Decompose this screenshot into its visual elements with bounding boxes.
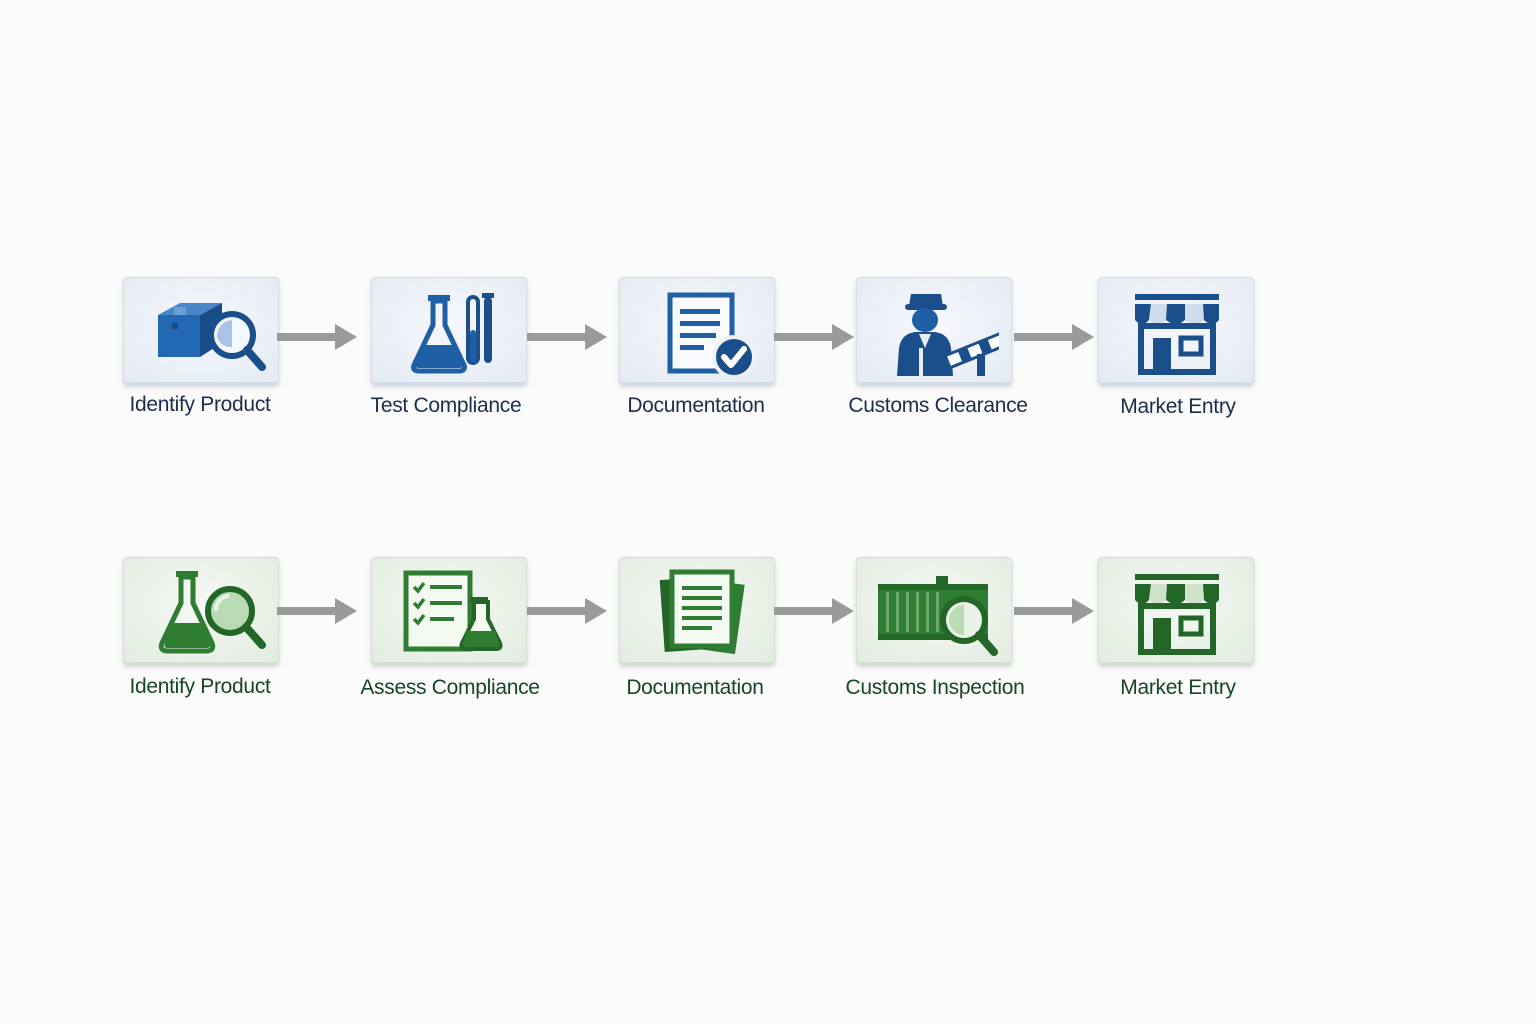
step-card-market-entry bbox=[1098, 557, 1254, 665]
storefront-icon bbox=[1135, 294, 1219, 375]
arrow-right-icon bbox=[277, 598, 357, 624]
documents-stack-icon bbox=[659, 569, 745, 655]
step-card-identify-product bbox=[123, 277, 279, 385]
step-label: Identify Product bbox=[129, 675, 271, 698]
arrow-right-icon bbox=[774, 598, 854, 624]
storefront-icon bbox=[1135, 574, 1219, 655]
arrow-right-icon bbox=[527, 324, 607, 350]
flask-magnifier-icon bbox=[158, 571, 266, 654]
customs-officer-icon bbox=[897, 294, 999, 376]
step-card-identify-product bbox=[123, 557, 279, 665]
arrow-right-icon bbox=[277, 324, 357, 350]
step-card-assess-compliance bbox=[371, 557, 527, 665]
arrow-right-icon bbox=[1014, 598, 1094, 624]
document-check-icon bbox=[667, 292, 756, 375]
lab-flask-icon bbox=[411, 293, 494, 374]
arrow-right-icon bbox=[1014, 324, 1094, 350]
step-label: Market Entry bbox=[1120, 676, 1236, 699]
arrow-right-icon bbox=[774, 324, 854, 350]
box-magnifier-icon bbox=[158, 303, 266, 371]
step-card-market-entry bbox=[1098, 277, 1254, 385]
step-card-documentation bbox=[619, 277, 775, 385]
step-card-test-compliance bbox=[371, 277, 527, 385]
step-label: Customs Inspection bbox=[845, 676, 1025, 699]
container-magnifier-icon bbox=[878, 576, 998, 656]
step-label: Market Entry bbox=[1120, 395, 1236, 418]
step-card-customs-clearance bbox=[856, 277, 1012, 385]
step-card-documentation bbox=[619, 557, 775, 665]
arrow-right-icon bbox=[527, 598, 607, 624]
step-label: Assess Compliance bbox=[360, 676, 540, 699]
step-label: Customs Clearance bbox=[848, 394, 1028, 417]
step-label: Documentation bbox=[627, 394, 765, 417]
checklist-flask-icon bbox=[403, 570, 503, 652]
step-label: Identify Product bbox=[129, 393, 271, 416]
step-label: Test Compliance bbox=[370, 394, 522, 417]
step-card-customs-inspection bbox=[856, 557, 1012, 665]
step-label: Documentation bbox=[626, 676, 764, 699]
